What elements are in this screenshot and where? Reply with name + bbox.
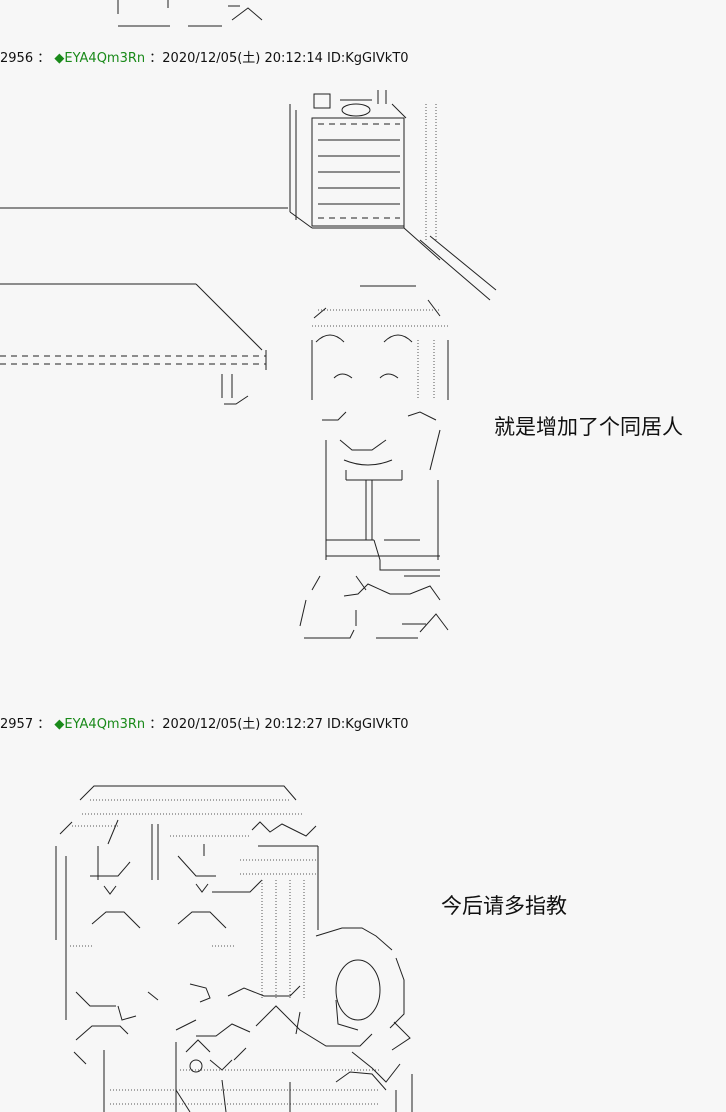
post-caption-2957: 今后请多指教 xyxy=(441,894,567,918)
top-art-fragment xyxy=(117,0,263,27)
post-meta: ：2020/12/05(土) 20:12:14 ID:KgGIVkT0 xyxy=(149,51,409,66)
scene-two-art xyxy=(55,785,413,1112)
trip-diamond-icon: ◆ xyxy=(54,51,65,66)
post-meta: ：2020/12/05(土) 20:12:27 ID:KgGIVkT0 xyxy=(149,717,409,732)
post-header-2956: 2956 ： ◆EYA4Qm3Rn ：2020/12/05(土) 20:12:1… xyxy=(0,51,409,67)
trip-diamond-icon: ◆ xyxy=(54,717,65,732)
post-number: 2956 xyxy=(0,51,34,66)
trip-name: EYA4Qm3Rn xyxy=(64,51,146,66)
trip-name: EYA4Qm3Rn xyxy=(64,717,146,732)
post-caption-2956: 就是增加了个同居人 xyxy=(494,415,683,439)
post-separator: ： xyxy=(37,51,51,66)
post-header-2957: 2957 ： ◆EYA4Qm3Rn ：2020/12/05(土) 20:12:2… xyxy=(0,717,409,733)
post-number: 2957 xyxy=(0,717,34,732)
post-separator: ： xyxy=(37,717,51,732)
scene-one-art xyxy=(0,90,497,639)
